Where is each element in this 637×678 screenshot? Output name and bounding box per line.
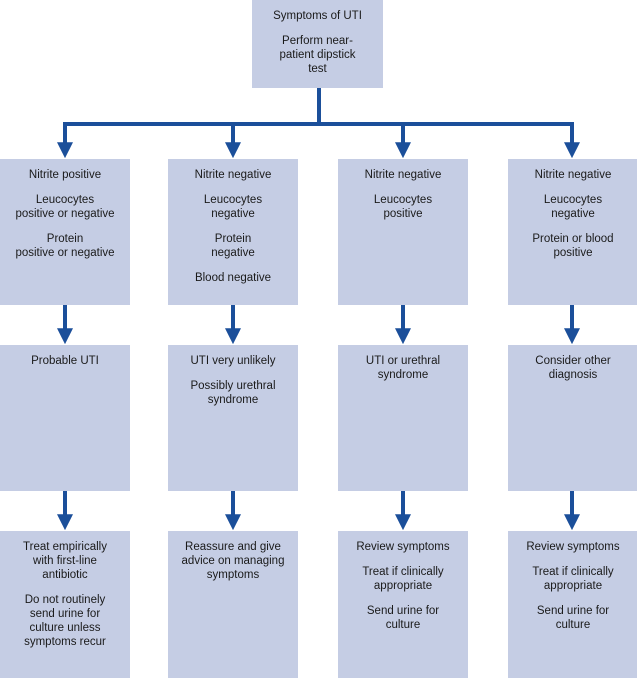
- test-text: Leucocytes positive or negative: [15, 194, 115, 220]
- interpretation-box-3: UTI or urethral syndrome: [338, 345, 468, 491]
- action-box-2: Reassure and give advice on managing sym…: [168, 531, 298, 678]
- test-text: Protein or blood positive: [532, 233, 614, 259]
- test-text: Leucocytes positive: [373, 194, 433, 220]
- action-text: Treat empirically with first-line antibi…: [23, 541, 107, 581]
- root-title: Symptoms of UTI: [273, 10, 362, 22]
- action-text: Reassure and give advice on managing sym…: [181, 541, 285, 581]
- test-text: Leucocytes negative: [543, 194, 603, 220]
- root-box: Symptoms of UTI Perform near- patient di…: [252, 0, 383, 88]
- action-text: Treat if clinically appropriate: [362, 566, 444, 592]
- action-box-1: Treat empirically with first-line antibi…: [0, 531, 130, 678]
- test-text: Nitrite negative: [194, 169, 272, 181]
- test-text: Protein positive or negative: [15, 233, 115, 259]
- interpretation-text: UTI very unlikely: [190, 355, 276, 367]
- interpretation-box-4: Consider other diagnosis: [508, 345, 637, 491]
- action-text: Treat if clinically appropriate: [532, 566, 614, 592]
- test-text: Nitrite negative: [534, 169, 612, 181]
- interpretation-text: Consider other diagnosis: [535, 355, 611, 381]
- action-text: Send urine for culture: [366, 605, 440, 631]
- interpretation-text: UTI or urethral syndrome: [365, 355, 441, 381]
- action-text: Review symptoms: [526, 541, 620, 553]
- action-text: Do not routinely send urine for culture …: [24, 594, 106, 648]
- action-text: Send urine for culture: [536, 605, 610, 631]
- test-text: Leucocytes negative: [203, 194, 263, 220]
- interpretation-box-1: Probable UTI: [0, 345, 130, 491]
- test-text: Nitrite positive: [28, 169, 102, 181]
- test-text: Nitrite negative: [364, 169, 442, 181]
- root-instruction: Perform near- patient dipstick test: [279, 35, 356, 75]
- interpretation-text: Probable UTI: [31, 355, 99, 367]
- test-text: Protein negative: [211, 233, 255, 259]
- interpretation-text: Possibly urethral syndrome: [190, 380, 276, 406]
- test-text: Blood negative: [194, 272, 272, 284]
- action-text: Review symptoms: [356, 541, 450, 553]
